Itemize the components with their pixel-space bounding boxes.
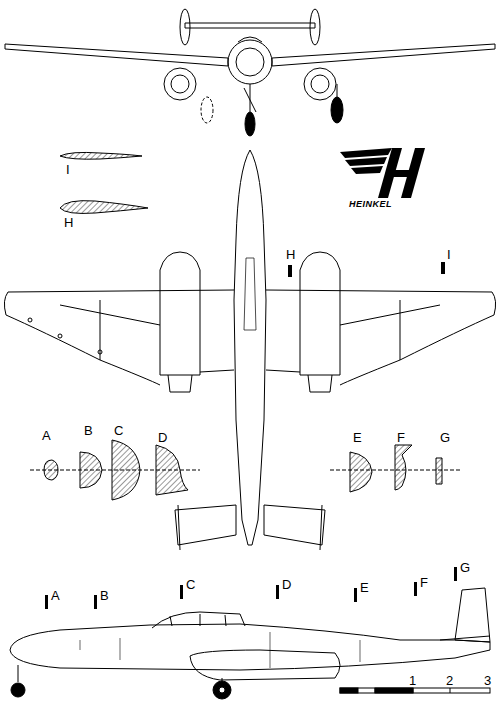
scale-number: 1 bbox=[409, 674, 416, 687]
airfoil-label: H bbox=[64, 216, 73, 229]
section-label: F bbox=[397, 431, 405, 444]
station-label: D bbox=[282, 578, 291, 591]
station-label: C bbox=[186, 578, 195, 591]
section-label: E bbox=[353, 431, 362, 444]
station-bar bbox=[288, 265, 292, 277]
station-bars bbox=[45, 567, 457, 609]
logo-text: HEINKEL bbox=[349, 200, 392, 209]
station-label: B bbox=[100, 589, 109, 602]
airfoil-label: I bbox=[66, 163, 70, 176]
station-label: I bbox=[447, 248, 451, 261]
section-label: C bbox=[114, 424, 123, 437]
scale-bar bbox=[340, 688, 490, 693]
station-label: G bbox=[460, 561, 470, 574]
section-label: B bbox=[84, 424, 93, 437]
section-label: A bbox=[42, 429, 51, 442]
scale-number: 3 bbox=[484, 674, 491, 687]
station-bar bbox=[441, 262, 445, 274]
front-view bbox=[5, 9, 495, 136]
top-view bbox=[4, 150, 495, 550]
cross-sections bbox=[30, 440, 460, 500]
station-label: H bbox=[286, 248, 295, 261]
side-view bbox=[10, 588, 490, 699]
station-label: F bbox=[420, 576, 428, 589]
section-label: G bbox=[440, 431, 450, 444]
station-label: E bbox=[360, 581, 369, 594]
airfoil-I bbox=[60, 152, 142, 159]
scale-number: 2 bbox=[446, 674, 453, 687]
station-label: A bbox=[51, 589, 60, 602]
heinkel-logo bbox=[340, 148, 425, 198]
airfoil-H bbox=[60, 201, 148, 214]
section-label: D bbox=[158, 431, 167, 444]
